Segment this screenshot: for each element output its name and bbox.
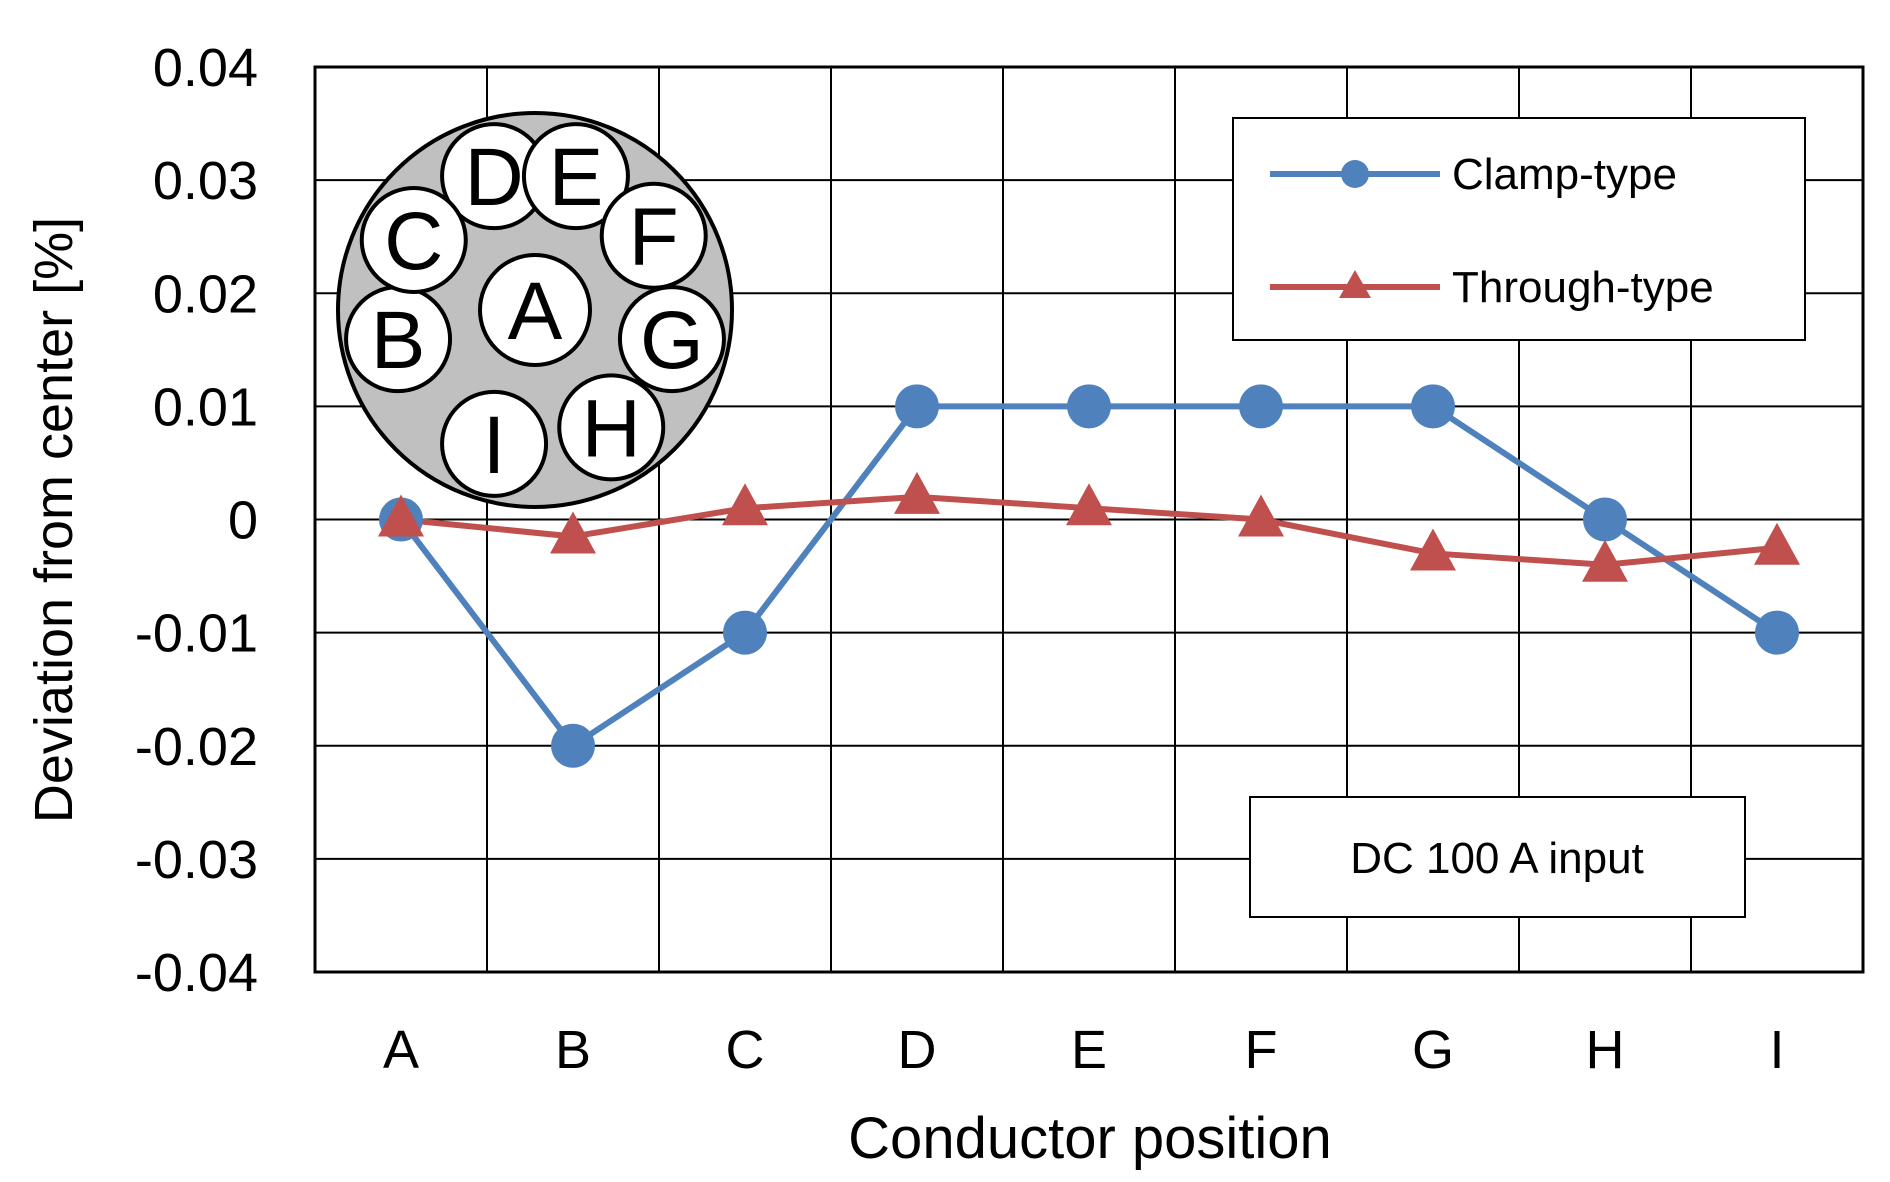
y-axis-ticks: 0.04 0.03 0.02 0.01 0 -0.01 -0.02 -0.03 -0.04 (135, 38, 258, 1003)
conductor-circle (440, 389, 549, 498)
conductor-label: C (384, 196, 443, 287)
annotation: DC 100 A input (1249, 796, 1746, 918)
y-tick-label: 0 (228, 491, 258, 551)
conductor-circle (557, 373, 666, 482)
conductor-label: E (549, 132, 604, 223)
data-point-clamp-type (895, 384, 939, 429)
data-point-clamp-type (1583, 497, 1627, 542)
legend-box (1232, 117, 1806, 341)
conductor-label: D (464, 132, 523, 223)
y-axis-title: Deviation from center [%] (24, 217, 84, 823)
x-category-label: C (726, 1020, 765, 1080)
x-category-label: F (1245, 1020, 1278, 1080)
data-point-through-type (894, 471, 940, 514)
conductor-circle (521, 122, 630, 231)
data-point-clamp-type (723, 610, 767, 655)
y-tick-label: 0.03 (153, 151, 258, 211)
conductor-label: H (582, 383, 641, 474)
x-axis-title: Conductor position (848, 1106, 1332, 1171)
y-tick-label: 0.04 (153, 38, 258, 98)
y-tick-label: -0.02 (135, 717, 258, 777)
data-point-clamp-type (1067, 384, 1111, 429)
data-point-clamp-type (551, 723, 595, 768)
legend-marker-through (1339, 270, 1371, 298)
y-tick-label: 0.01 (153, 377, 258, 437)
data-point-through-type (722, 483, 768, 526)
x-category-label: E (1071, 1020, 1107, 1080)
legend: Clamp-type Through-type (1232, 117, 1806, 341)
annotation-text: DC 100 A input (1350, 834, 1644, 883)
y-tick-label: -0.04 (135, 943, 258, 1003)
conductor-label-center: A (508, 266, 563, 357)
x-axis-categories: A B C D E F G H I (383, 1020, 1785, 1080)
conductor-circle (359, 186, 468, 294)
plot-frame (313, 65, 1865, 974)
data-point-through-type (1754, 522, 1800, 565)
data-point-through-type (1410, 528, 1456, 571)
y-tick-label: 0.02 (153, 264, 258, 324)
x-category-label: H (1586, 1020, 1625, 1080)
data-point-through-type (378, 494, 424, 537)
y-tick-label: -0.01 (135, 604, 258, 664)
conductor-label: G (640, 295, 704, 386)
legend-label-clamp: Clamp-type (1452, 150, 1677, 199)
y-tick-label: -0.03 (135, 830, 258, 890)
x-category-label: B (555, 1020, 591, 1080)
data-point-clamp-type (1755, 610, 1799, 655)
x-category-label: G (1412, 1020, 1454, 1080)
conductor-label: F (629, 192, 679, 283)
data-point-through-type (1238, 494, 1284, 537)
series-layer (378, 384, 1800, 768)
x-category-label: D (898, 1020, 937, 1080)
legend-marker-clamp (1341, 160, 1369, 188)
data-point-through-type (1066, 483, 1112, 526)
annotation-box (1249, 796, 1746, 918)
legend-label-through: Through-type (1452, 263, 1714, 312)
x-category-label: A (383, 1020, 419, 1080)
conductor-circle (617, 285, 726, 394)
data-point-through-type (1582, 539, 1628, 582)
conductor-circle-center (478, 253, 592, 367)
conductor-circle (599, 181, 708, 290)
x-category-label: I (1769, 1020, 1784, 1080)
data-point-clamp-type (1239, 384, 1283, 429)
data-point-through-type (550, 511, 596, 554)
conductor-label: B (371, 295, 426, 386)
conductor-label: I (483, 400, 506, 491)
data-point-clamp-type (1411, 384, 1455, 429)
